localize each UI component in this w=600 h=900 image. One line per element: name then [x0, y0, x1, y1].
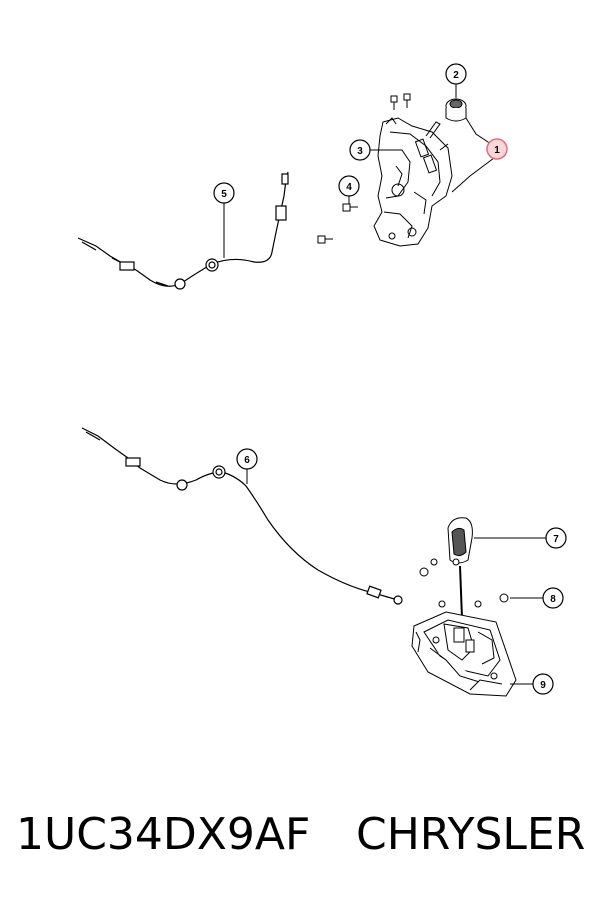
callout-7-circle: [545, 527, 567, 549]
callout-1-circle: [486, 138, 508, 160]
knob-lower: [447, 517, 473, 564]
callout-8-circle: [542, 587, 564, 609]
callout-3: 3: [349, 139, 371, 161]
callout-6-circle: [236, 448, 258, 470]
callout-7: 7: [545, 527, 567, 549]
callout-4-circle: [338, 175, 360, 197]
shifter-housing-upper: [373, 117, 453, 247]
callout-3-label: 3: [357, 146, 363, 157]
callout-2: 2: [445, 63, 467, 85]
shifter-housing-lower: [411, 565, 517, 697]
knob-upper: [445, 98, 467, 122]
part-number: 1UC34DX9AF: [16, 809, 311, 860]
callout-5-circle: [213, 182, 235, 204]
cable-upper: [77, 171, 289, 290]
callout-7-label: 7: [553, 534, 559, 545]
callout-5-label: 5: [221, 189, 227, 200]
part-caption: 1UC34DX9AF CHRYSLER: [0, 795, 600, 875]
callout-6: 6: [236, 448, 258, 470]
brand-name: CHRYSLER: [356, 809, 586, 860]
callout-3-circle: [349, 139, 371, 161]
cable-lower: [81, 427, 403, 605]
callout-8-label: 8: [550, 594, 556, 605]
callout-9-label: 9: [540, 680, 546, 691]
callout-5: 5: [213, 182, 235, 204]
bolts-upper: [317, 93, 411, 244]
nuts-lower: [419, 558, 509, 608]
callout-2-circle: [445, 63, 467, 85]
callout-4-label: 4: [346, 182, 352, 193]
callout-8: 8: [542, 587, 564, 609]
callout-6-label: 6: [244, 455, 250, 466]
callout-4: 4: [338, 175, 360, 197]
callout-1-label: 1: [494, 145, 500, 156]
callout-9-circle: [532, 673, 554, 695]
callout-2-label: 2: [453, 70, 459, 81]
parts-diagram: 1 2 3 4 5 6 7 8 9: [77, 63, 567, 697]
callout-9: 9: [532, 673, 554, 695]
callout-1: 1: [486, 138, 508, 160]
